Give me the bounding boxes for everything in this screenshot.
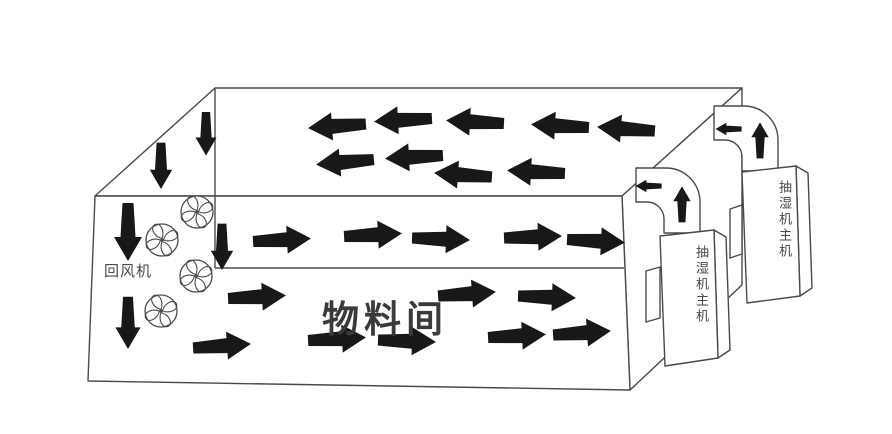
return-fan-icon	[145, 295, 177, 327]
dehumidifier-back-face	[741, 165, 801, 304]
dehumidifier-front-unit	[645, 229, 731, 367]
return-fan-icon	[181, 196, 213, 228]
dehumidifier-front-face	[659, 229, 719, 367]
dehumidifier-front-flange	[645, 266, 661, 323]
dehumidifier-back-flange	[729, 204, 743, 259]
dehumidifier-back-unit	[729, 165, 813, 304]
return-fan-icon	[180, 260, 212, 292]
return-fan-icon	[146, 224, 178, 256]
